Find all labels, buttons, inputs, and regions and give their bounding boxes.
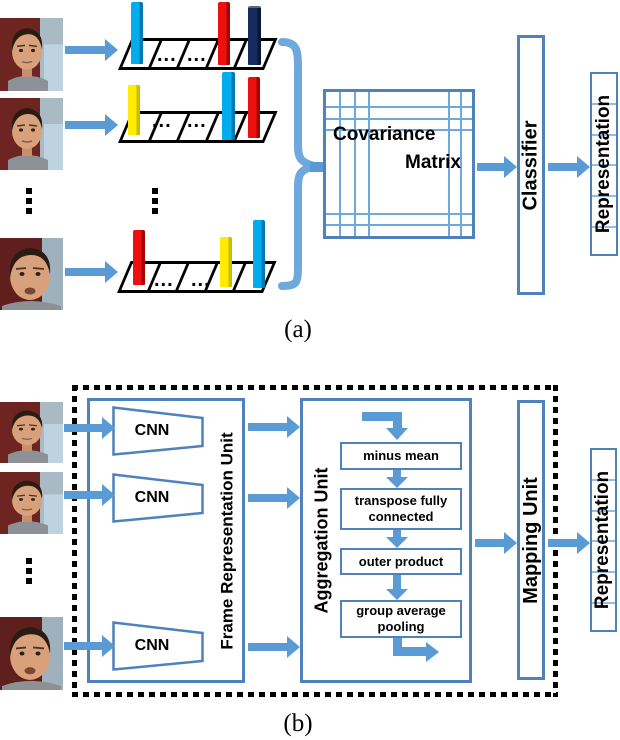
arrow-matrix-to-classifier xyxy=(477,156,517,178)
cell-divider xyxy=(592,195,616,197)
mapping-unit-box xyxy=(517,400,545,680)
dotted-border-left xyxy=(72,385,77,697)
vector-cell-ellipsis: ... xyxy=(157,44,177,66)
vertical-ellipsis-icon xyxy=(152,188,158,214)
vector-cell-ellipsis: ... xyxy=(187,44,207,66)
cell-divider xyxy=(592,134,616,136)
mapping-unit-label: Mapping Unit xyxy=(519,476,542,604)
step-minus-mean: minus mean xyxy=(340,442,462,470)
vertical-ellipsis-icon xyxy=(26,558,32,584)
dotted-border-bottom xyxy=(72,692,558,697)
cell-divider xyxy=(592,164,616,166)
dotted-border-top xyxy=(72,385,558,390)
exit-elbow-arrowhead xyxy=(426,642,439,662)
covariance-matrix-label-line2: Matrix xyxy=(405,152,461,173)
face-frame-b2 xyxy=(0,472,63,534)
grid-line xyxy=(326,106,472,108)
vector-cell-ellipsis: ... xyxy=(191,269,211,291)
grid-line xyxy=(326,118,472,120)
arrow-step1-to-step2 xyxy=(386,470,408,488)
classifier-box xyxy=(517,35,545,295)
cell-divider xyxy=(592,510,615,512)
step-outer-product: outer product xyxy=(340,548,462,575)
arrow-face2-to-vector2 xyxy=(65,114,118,136)
arrow-aggregation-to-mapping xyxy=(475,532,517,554)
covariance-matrix-box xyxy=(323,89,475,239)
arrow-step2-to-step3 xyxy=(386,530,408,548)
exit-elbow-vertical xyxy=(393,638,402,652)
grid-line xyxy=(326,224,472,226)
grid-line xyxy=(368,92,370,236)
face-frame-a3 xyxy=(0,238,63,310)
cell-divider xyxy=(592,540,615,542)
grid-line xyxy=(448,92,450,236)
cnn-block-1: CNN xyxy=(112,406,204,456)
arrow-face1-to-vector1 xyxy=(65,39,118,61)
classifier-label: Classifier xyxy=(519,119,542,211)
arrow-step3-to-step4 xyxy=(386,575,408,600)
cell-divider xyxy=(592,479,615,481)
arrow-face-to-cnn2 xyxy=(64,484,115,506)
arrow-fru-to-aggregation-2 xyxy=(248,487,300,509)
arrow-face3-to-vector3 xyxy=(65,261,118,283)
grid-line xyxy=(326,129,472,131)
cell-divider xyxy=(592,571,615,573)
cnn-label: CNN xyxy=(134,422,170,439)
face-frame-b3 xyxy=(0,617,63,690)
arrow-face-to-cnn3 xyxy=(64,635,115,657)
face-frame-b1 xyxy=(0,402,63,463)
arrow-classifier-to-representation xyxy=(548,156,590,178)
representation-box-a xyxy=(590,72,618,256)
vector-cell-ellipsis: ... xyxy=(187,110,207,132)
representation-box-b xyxy=(590,448,617,632)
grid-line xyxy=(460,92,462,236)
arrow-fru-to-aggregation-1 xyxy=(248,416,300,438)
representation-label-a: Representation xyxy=(593,94,614,234)
vector-cell-ellipsis: ... xyxy=(154,269,174,291)
exit-elbow-horizontal xyxy=(393,647,427,656)
feature-bar-red xyxy=(218,2,230,65)
caption-b: (b) xyxy=(283,710,313,737)
face-frame-a1 xyxy=(0,18,63,91)
cnn-label: CNN xyxy=(134,637,170,654)
grid-line xyxy=(326,213,472,215)
entry-elbow-vertical xyxy=(393,412,402,429)
feature-bar-red xyxy=(248,77,260,138)
covariance-matrix-label-line1: Covariance xyxy=(333,124,436,145)
feature-bar-red xyxy=(133,230,145,285)
feature-bar-yellow xyxy=(128,85,140,135)
step-transpose-fully-connected: transpose fully connected xyxy=(340,488,462,530)
feature-bar-cyan xyxy=(222,72,235,140)
vector-cell-ellipsis: ... xyxy=(152,110,172,132)
arrow-mapping-to-representation xyxy=(548,532,590,554)
feature-bar-yellow xyxy=(220,237,232,287)
entry-elbow-arrowhead xyxy=(386,428,408,440)
cell-divider xyxy=(592,602,615,604)
cnn-block-2: CNN xyxy=(112,473,204,523)
entry-elbow-horizontal xyxy=(362,412,398,421)
caption-a: (a) xyxy=(284,316,312,343)
cell-divider xyxy=(592,103,616,105)
cnn-label: CNN xyxy=(134,489,170,506)
feature-bar-cyan xyxy=(131,2,143,64)
arrow-face-to-cnn1 xyxy=(64,417,115,439)
cnn-block-3: CNN xyxy=(112,621,204,671)
aggregation-unit-label: Aggregation Unit xyxy=(311,467,332,614)
grid-line xyxy=(339,92,341,236)
cell-divider xyxy=(592,226,616,228)
face-frame-a2 xyxy=(0,98,63,170)
frame-representation-unit-label: Frame Representation Unit xyxy=(218,431,238,650)
arrow-fru-to-aggregation-3 xyxy=(248,636,300,658)
grid-line xyxy=(354,92,356,236)
step-group-average-pooling: group average pooling xyxy=(340,600,462,638)
vertical-ellipsis-icon xyxy=(26,188,32,214)
feature-bar-navy xyxy=(248,6,261,65)
representation-label-b: Representation xyxy=(592,470,613,610)
brace-connector xyxy=(310,162,324,172)
feature-bar-cyan xyxy=(253,220,265,288)
